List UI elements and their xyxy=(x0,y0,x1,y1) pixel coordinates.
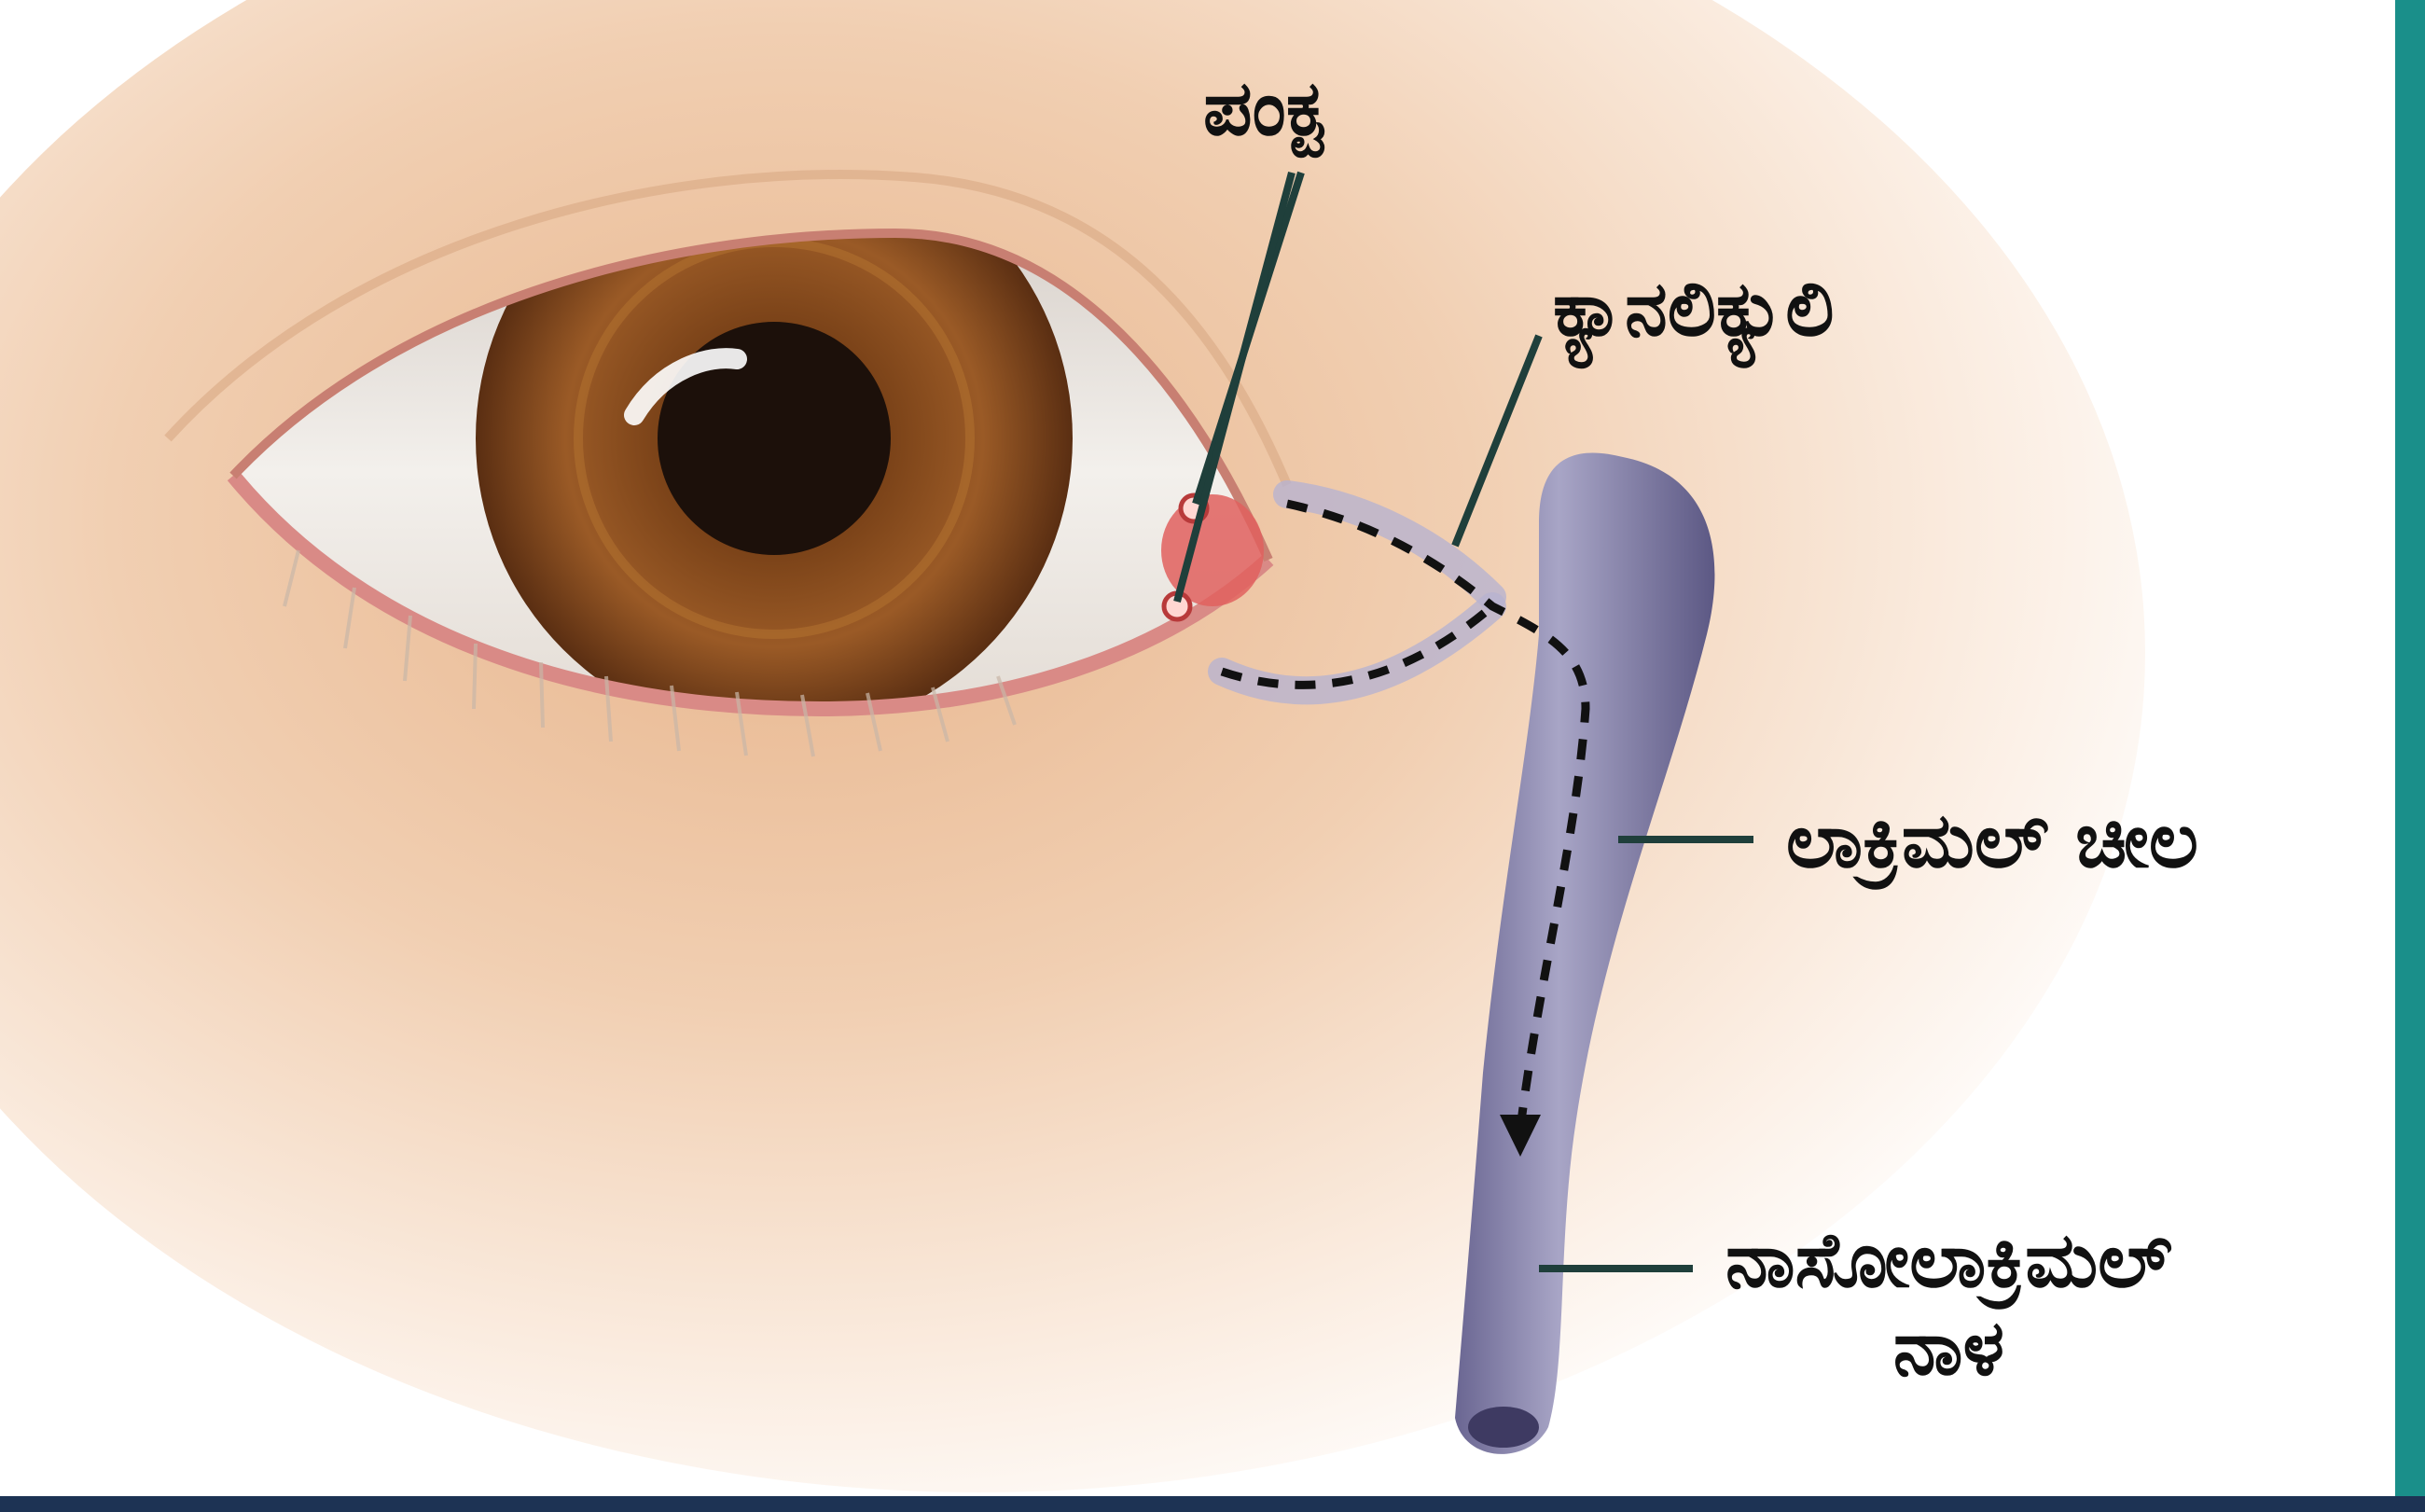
bottom-border xyxy=(0,1496,2425,1512)
label-punctum: ಪಂಕ್ಟ xyxy=(1203,65,1326,153)
label-duct-line2: ನಾಳ xyxy=(1725,1305,2172,1393)
label-nasolacrimal-duct: ನಾಸೋಲಾಕ್ರಿಮಲ್ ನಾಳ xyxy=(1725,1217,2172,1394)
label-lacrimal-sac: ಲಾಕ್ರಿಮಲ್ ಚೀಲ xyxy=(1786,798,2198,885)
label-duct-line1: ನಾಸೋಲಾಕ್ರಿಮಲ್ xyxy=(1725,1217,2172,1305)
duct-opening xyxy=(1468,1407,1539,1448)
label-canaliculi: ಕ್ಯಾನಲಿಕ್ಯುಲಿ xyxy=(1553,266,1835,354)
right-border xyxy=(2395,0,2425,1512)
